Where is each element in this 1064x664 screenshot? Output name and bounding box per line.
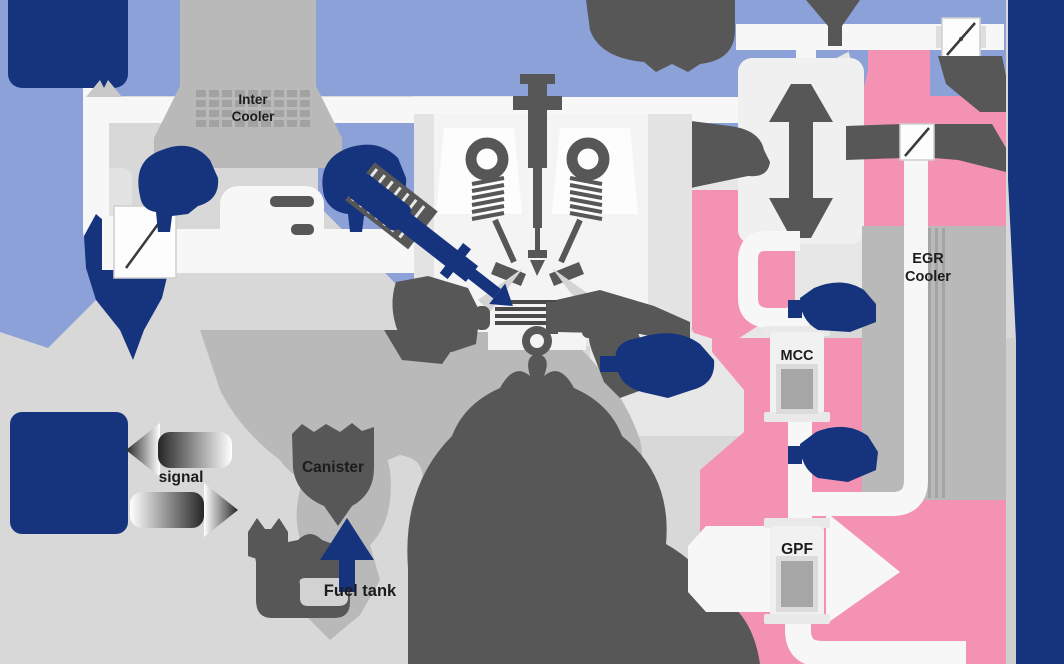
inter-cooler: Inter Cooler [154, 0, 342, 168]
valve-spring-icon [471, 176, 603, 221]
turbocharger-icon [738, 58, 864, 244]
piston-icon [495, 300, 579, 356]
oxygen-sensor-icon [600, 282, 878, 482]
oil-funnel-icon [806, 0, 860, 46]
engine-block-icon [407, 354, 760, 664]
svg-text:EGR: EGR [912, 251, 944, 267]
signal-arrow-right-icon [130, 483, 238, 537]
fuel-tank: Fuel tank [248, 518, 397, 618]
egr-cooler-label: EGR Cooler [905, 251, 951, 285]
exhaust-manifold-icon [546, 290, 690, 344]
intercooler-label-line2: Cooler [232, 109, 276, 124]
fuel-injector-icon [348, 173, 513, 307]
turbocharger-arrow-icon [769, 84, 833, 238]
right-navy-band [1008, 0, 1064, 664]
gpf-converter: GPF [688, 512, 900, 624]
exhaust-pipes [738, 231, 966, 664]
airflow-sensor-icon [138, 145, 219, 232]
tumble-valve-icon [270, 196, 314, 235]
edge-strip [1006, 338, 1016, 664]
svg-text:Cooler: Cooler [905, 269, 951, 285]
gpf-label: GPF [781, 541, 813, 558]
engine-valve-icon [491, 218, 584, 286]
intercooler-label-line1: Inter [238, 92, 268, 107]
signal-label: signal [159, 469, 204, 486]
downpipe-wing-icon [938, 56, 1006, 112]
intercooler-grid-icon [196, 90, 310, 127]
air-cleaner-icon [8, 0, 128, 97]
ecu-icon [10, 412, 128, 534]
ignition-coil-icon [465, 137, 610, 181]
mcc-label: MCC [780, 348, 814, 364]
fuel-tank-label: Fuel tank [324, 582, 397, 600]
egr-cooler [862, 226, 1006, 500]
egr-valve-icon [846, 123, 1006, 172]
knock-sensor-icon [392, 276, 648, 398]
wastegate-valve-icon [936, 17, 986, 61]
signal-arrow-left-icon [126, 423, 232, 477]
fuel-pump-icon [320, 518, 374, 592]
surge-tank-icon [586, 0, 735, 72]
canister: Canister [292, 423, 374, 526]
canister-label: Canister [302, 459, 364, 476]
center-injector-icon [513, 74, 562, 276]
mcc-converter: MCC [764, 326, 830, 422]
